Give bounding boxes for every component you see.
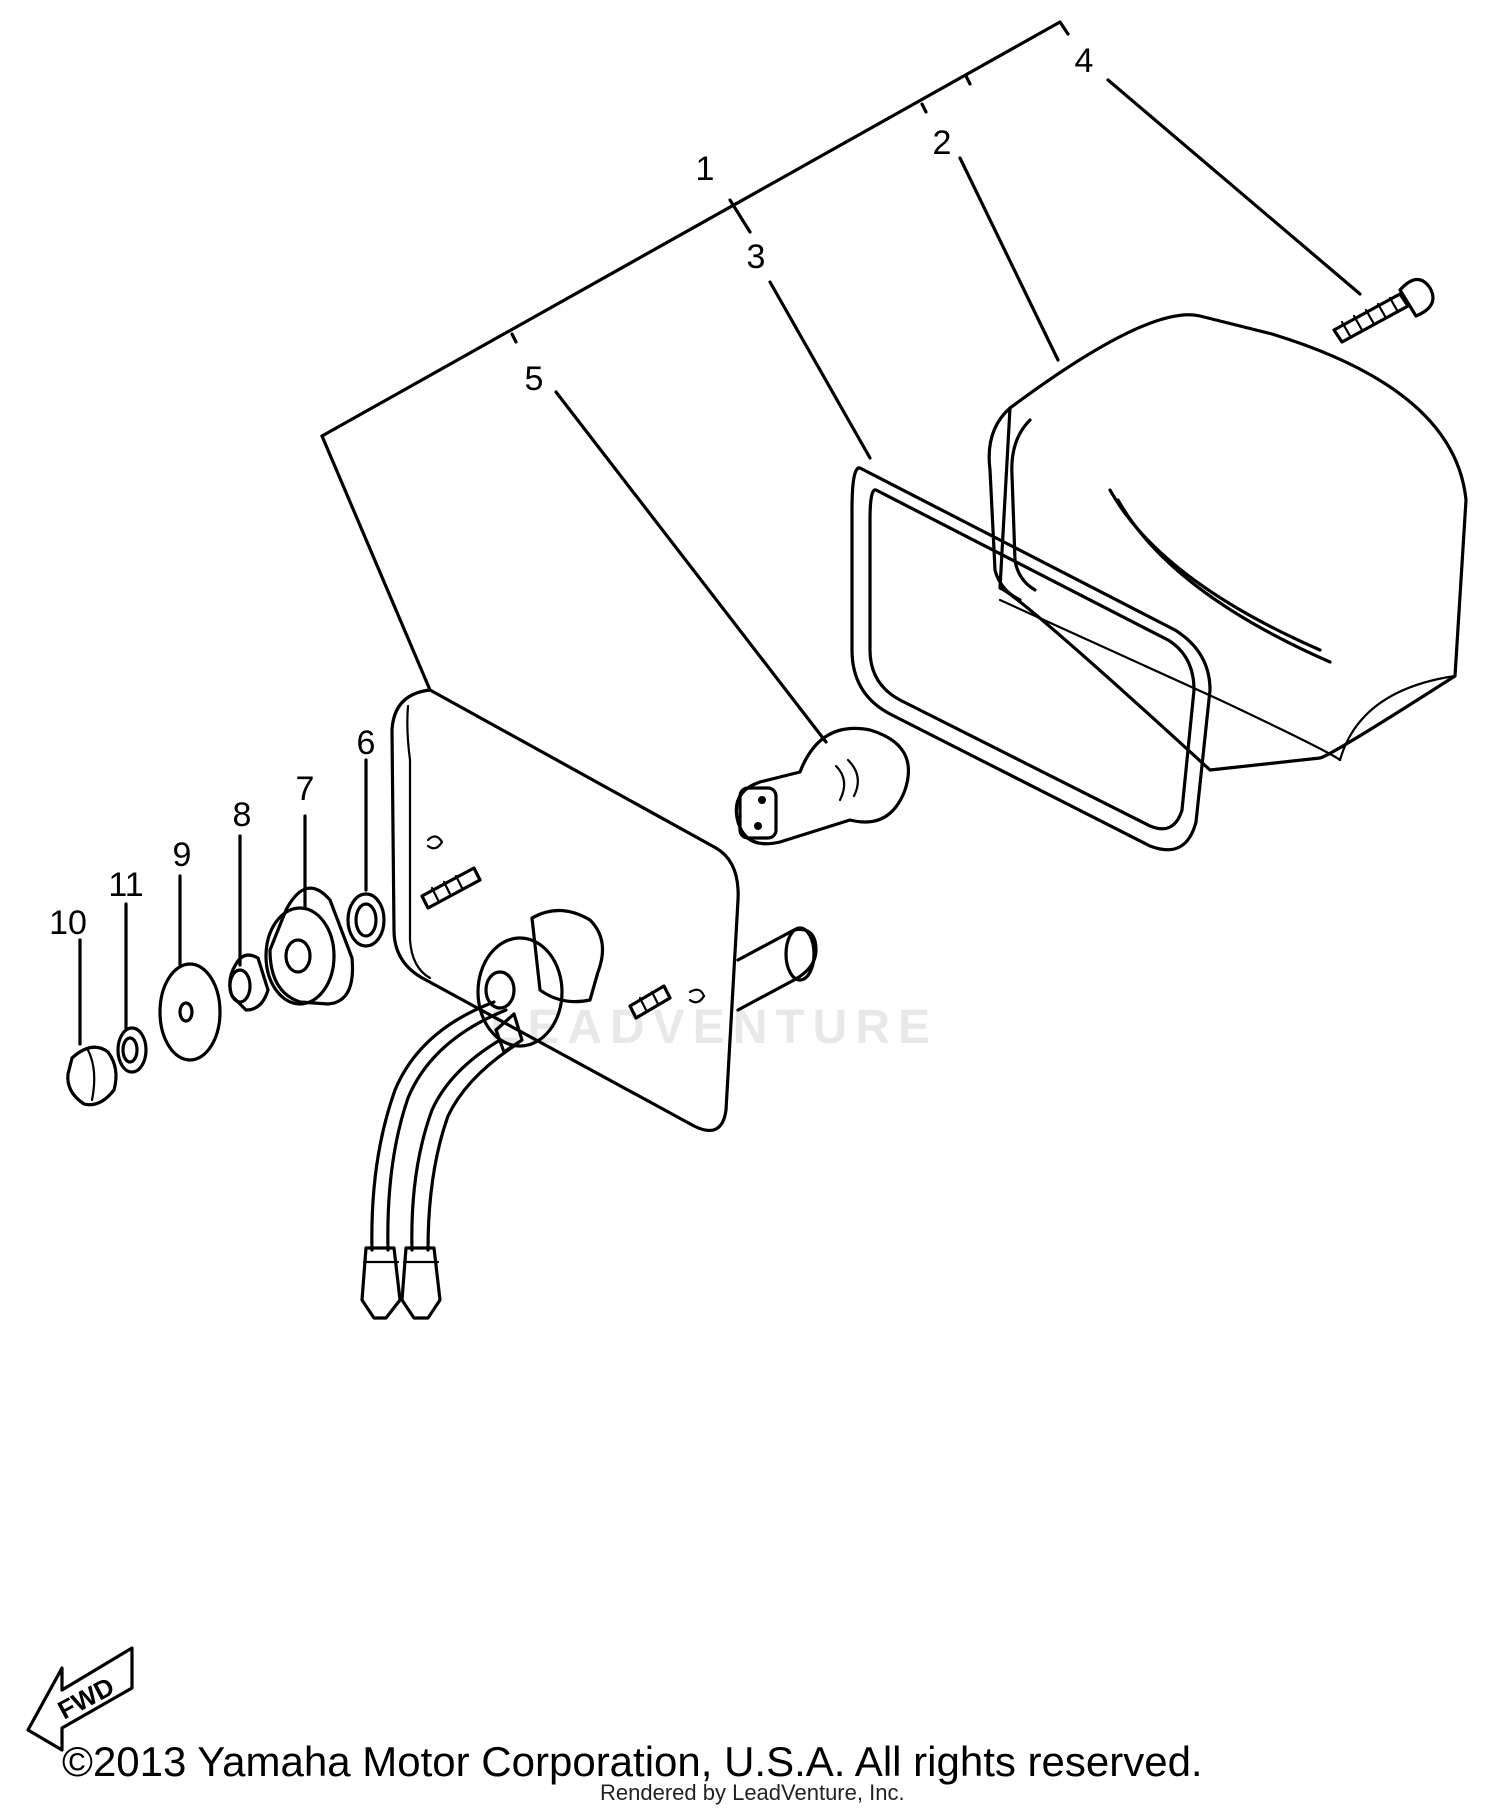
watermark: LEADVENTURE — [490, 1001, 939, 1054]
assembly-bracket-lines — [320, 20, 1070, 692]
leader-lines — [554, 78, 1362, 744]
collar — [228, 953, 270, 1012]
callout-3: 3 — [747, 238, 766, 276]
damper — [264, 886, 355, 1006]
rendered-by-credit: Rendered by LeadVenture, Inc. — [600, 1780, 905, 1805]
callout-11: 11 — [108, 866, 143, 904]
washer — [158, 962, 222, 1062]
small-leaders — [78, 758, 368, 1046]
callout-9: 9 — [173, 836, 192, 874]
callout-5: 5 — [525, 360, 544, 398]
fwd-arrow-icon: FWD — [26, 1646, 134, 1752]
grommet-ring — [346, 892, 386, 948]
callout-6: 6 — [357, 724, 376, 762]
callout-4: 4 — [1075, 42, 1094, 80]
copyright-notice: ©2013 Yamaha Motor Corporation, U.S.A. A… — [62, 1738, 1203, 1785]
callout-10: 10 — [49, 904, 87, 942]
nut — [66, 1045, 118, 1107]
gasket — [850, 466, 1212, 852]
callout-1: 1 — [696, 150, 715, 188]
lock-washer — [116, 1026, 148, 1074]
screw — [1332, 277, 1435, 344]
lens-housing — [987, 313, 1468, 772]
callout-2: 2 — [933, 124, 952, 162]
bulb — [734, 726, 910, 846]
callout-7: 7 — [296, 770, 315, 808]
housing-base — [390, 688, 818, 1132]
callout-8: 8 — [233, 796, 252, 834]
socket-and-wiring — [360, 908, 605, 1320]
